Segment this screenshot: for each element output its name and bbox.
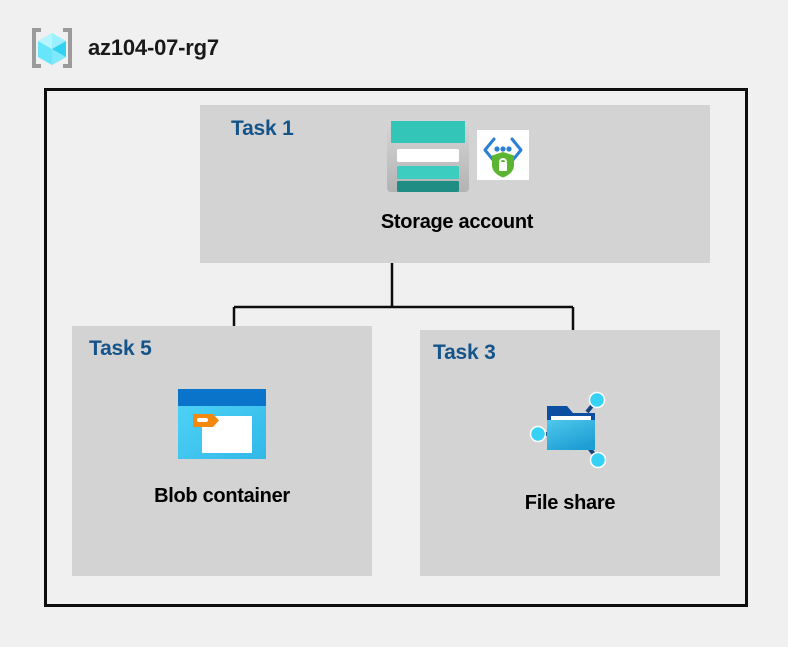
secure-endpoint-shield-icon <box>471 118 529 185</box>
task-label-task-5: Task 5 <box>89 337 152 360</box>
node-blob-container[interactable]: Blob container <box>107 388 337 508</box>
node-caption-storage-account: Storage account <box>380 211 534 233</box>
storage-account-icon <box>385 118 471 199</box>
resource-group-name: az104-07-rg7 <box>88 35 219 60</box>
node-icons-storage-account <box>385 118 529 199</box>
node-file-share[interactable]: File share <box>457 390 683 515</box>
task-box-task-3[interactable]: Task 3 <box>420 330 720 576</box>
file-share-icon <box>527 390 613 475</box>
node-caption-blob-container: Blob container <box>154 485 290 507</box>
blob-container-icon <box>177 388 267 465</box>
task-label-task-1: Task 1 <box>231 117 294 140</box>
node-icons-blob-container <box>177 388 267 465</box>
node-icons-file-share <box>527 390 613 475</box>
node-storage-account[interactable]: Storage account <box>352 118 562 234</box>
task-box-task-5[interactable]: Task 5 <box>72 326 372 576</box>
resource-group-header: az104-07-rg7 <box>28 24 219 72</box>
task-label-task-3: Task 3 <box>433 341 496 364</box>
task-box-task-1[interactable]: Task 1 <box>200 105 710 263</box>
resource-group-cube-icon <box>28 24 76 72</box>
node-caption-file-share: File share <box>524 492 616 514</box>
resource-group-container <box>44 88 748 607</box>
